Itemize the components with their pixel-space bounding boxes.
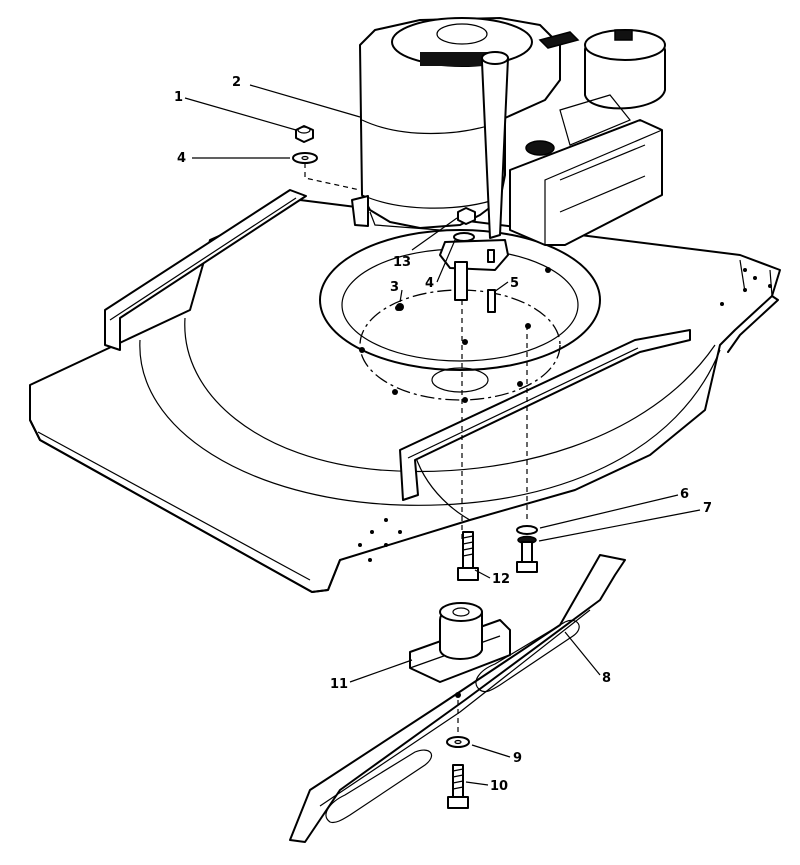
callout-9: 9 xyxy=(513,751,522,766)
callout-4-mid: 4 xyxy=(425,276,434,291)
callout-8: 8 xyxy=(602,671,611,686)
mower-deck xyxy=(29,189,781,593)
assembly-line-nut xyxy=(304,163,361,191)
callout-4-top: 4 xyxy=(177,151,186,166)
callout-leaders xyxy=(184,84,701,786)
washer-6 xyxy=(516,525,538,535)
throttle-lever xyxy=(481,51,509,239)
callout-11: 11 xyxy=(330,677,348,692)
bolt-12 xyxy=(457,531,479,581)
callout-3: 3 xyxy=(390,280,399,295)
hex-nut-13 xyxy=(457,207,476,225)
blade-bolt-10 xyxy=(447,764,469,809)
washer-9 xyxy=(446,736,470,748)
deck-rivets xyxy=(358,268,772,562)
engine xyxy=(351,17,666,301)
callout-7: 7 xyxy=(703,501,712,516)
washer-4-mid xyxy=(453,232,475,242)
key-5 xyxy=(487,289,496,313)
callout-6: 6 xyxy=(680,487,689,502)
bolt-7 xyxy=(516,541,538,573)
callout-13: 13 xyxy=(393,255,411,270)
air-cleaner xyxy=(538,29,666,110)
fuel-tank xyxy=(509,94,663,246)
callout-12: 12 xyxy=(492,572,510,587)
mower-blade xyxy=(289,554,626,843)
blade-adapter xyxy=(409,602,511,683)
callout-5: 5 xyxy=(510,276,519,291)
deck-hole-3 xyxy=(396,303,404,311)
callout-1: 1 xyxy=(174,90,183,105)
callout-labels: 1 2 3 4 4 5 6 7 8 9 10 11 12 13 xyxy=(174,75,712,794)
callout-10: 10 xyxy=(490,779,508,794)
washer-4-top xyxy=(292,152,318,164)
hex-nut-1 xyxy=(295,125,314,143)
callout-2: 2 xyxy=(232,75,241,90)
